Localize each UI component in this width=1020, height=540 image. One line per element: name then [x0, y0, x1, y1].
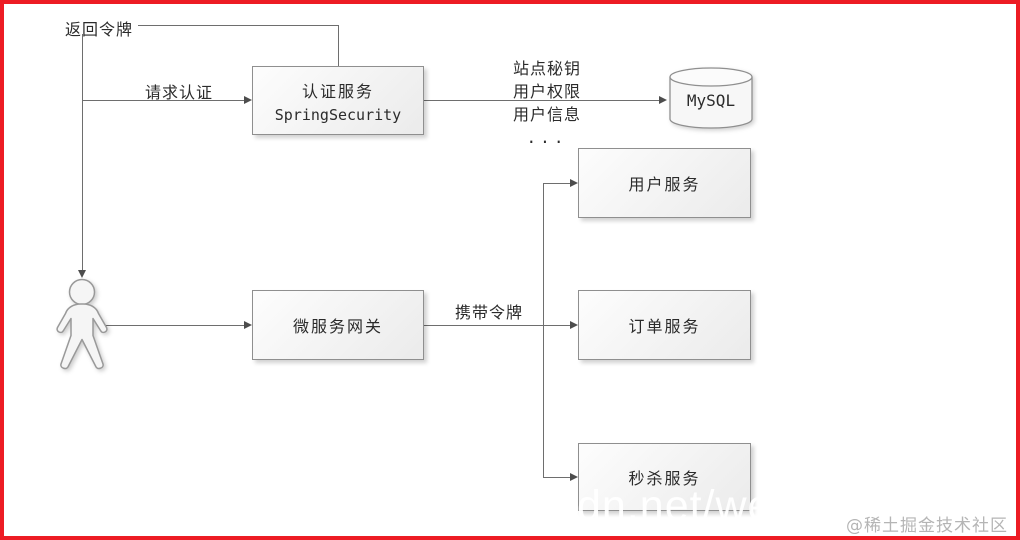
auth-service-box: 认证服务 SpringSecurity — [252, 66, 424, 135]
arrowhead-to-auth-service — [244, 96, 252, 104]
auth-service-subtitle: SpringSecurity — [274, 105, 402, 124]
edge-actor-to-gateway — [106, 325, 245, 326]
user-service-label: 用户服务 — [628, 175, 701, 194]
arrowhead-to-order-service — [570, 321, 578, 329]
edge-label-request-auth: 请求认证 — [145, 83, 214, 102]
edge-branch-to-seckill — [543, 477, 571, 478]
edge-branch-to-user — [543, 183, 571, 184]
watermark-juejin-community: @稀土掘金技术社区 — [846, 516, 1008, 536]
order-service-box: 订单服务 — [578, 290, 751, 360]
db-payload-line-3: 用户信息 — [512, 105, 581, 124]
arrowhead-to-user-service — [570, 179, 578, 187]
user-service-box: 用户服务 — [578, 148, 751, 218]
db-payload-line-2: 用户权限 — [512, 82, 581, 101]
gateway-label: 微服务网关 — [292, 317, 383, 336]
edge-token-to-actor — [82, 34, 83, 272]
arrowhead-to-actor — [78, 270, 86, 278]
watermark-csdn-url-fragment: dn.net/we — [577, 482, 773, 530]
seckill-service-box: 秒杀服务 — [578, 443, 751, 511]
arrowhead-to-mysql — [659, 96, 667, 104]
edge-returntoken-horizontal — [138, 25, 338, 26]
edge-returntoken-vertical — [338, 25, 339, 66]
seckill-service-label: 秒杀服务 — [628, 469, 701, 488]
edge-request-auth — [82, 100, 245, 101]
edge-label-carry-token: 携带令牌 — [455, 303, 524, 322]
mysql-label: MySQL — [687, 91, 735, 110]
edge-label-db-payload: 站点秘钥 用户权限 用户信息 ... — [497, 57, 597, 149]
auth-service-title: 认证服务 — [301, 81, 374, 101]
arrowhead-to-seckill-service — [570, 473, 578, 481]
edge-label-return-token: 返回令牌 — [65, 20, 134, 39]
arrowhead-to-gateway — [244, 321, 252, 329]
order-service-label: 订单服务 — [628, 317, 701, 336]
db-payload-line-1: 站点秘钥 — [512, 59, 581, 78]
edge-gateway-to-order — [424, 325, 571, 326]
edge-branch-vertical — [543, 183, 544, 477]
gateway-box: 微服务网关 — [252, 290, 424, 360]
user-actor-icon — [56, 278, 108, 370]
mysql-database-icon: MySQL — [669, 67, 753, 129]
edge-auth-to-db — [424, 100, 660, 101]
db-payload-ellipsis: ... — [526, 128, 568, 147]
